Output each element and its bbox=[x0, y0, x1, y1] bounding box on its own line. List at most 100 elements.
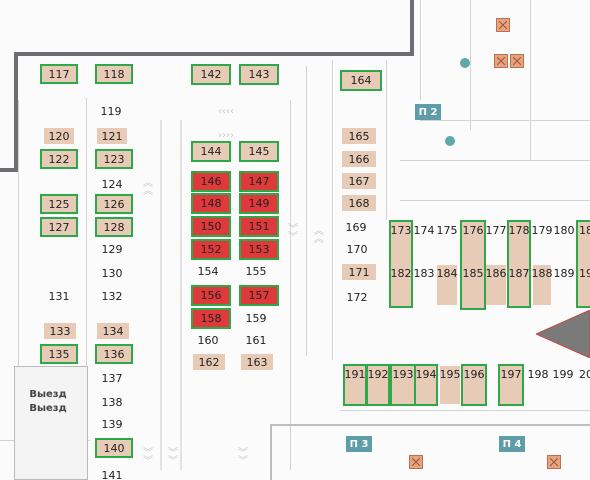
parking-spot-147[interactable]: 147 bbox=[241, 173, 277, 190]
parking-spot-137[interactable]: 137 bbox=[101, 371, 123, 385]
parking-spot-159[interactable]: 159 bbox=[245, 311, 267, 325]
parking-spot-174[interactable]: 174 bbox=[413, 224, 435, 237]
spot-highlight-18 bbox=[576, 220, 590, 308]
parking-spot-167[interactable]: 167 bbox=[342, 173, 376, 189]
parking-spot-160[interactable]: 160 bbox=[197, 333, 219, 347]
parking-spot-183[interactable]: 183 bbox=[413, 267, 435, 280]
parking-spot-168[interactable]: 168 bbox=[342, 195, 376, 211]
parking-spot-149[interactable]: 149 bbox=[241, 195, 277, 212]
parking-spot-185[interactable]: 185 bbox=[462, 265, 484, 308]
parking-spot-163[interactable]: 163 bbox=[241, 354, 273, 370]
parking-spot-136[interactable]: 136 bbox=[97, 346, 131, 362]
parking-spot-197[interactable]: 197 bbox=[500, 366, 522, 404]
parking-spot-142[interactable]: 142 bbox=[193, 66, 229, 83]
parking-spot-192[interactable]: 192 bbox=[368, 366, 389, 404]
parking-spot-186[interactable]: 186 bbox=[486, 265, 507, 305]
parking-spot-124[interactable]: 124 bbox=[101, 177, 123, 191]
parking-spot-129[interactable]: 129 bbox=[101, 242, 123, 256]
direction-arrow-icon: ︾︾ bbox=[168, 448, 178, 467]
parking-spot-182[interactable]: 182 bbox=[391, 265, 412, 306]
parking-spot-134[interactable]: 134 bbox=[97, 323, 129, 339]
parking-spot-180[interactable]: 180 bbox=[553, 224, 575, 237]
parking-spot-170[interactable]: 170 bbox=[346, 242, 368, 256]
parking-spot-165[interactable]: 165 bbox=[342, 128, 376, 144]
parking-spot-198[interactable]: 198 bbox=[527, 368, 549, 381]
parking-spot-126[interactable]: 126 bbox=[97, 196, 131, 212]
spot-highlight-135 bbox=[40, 344, 78, 364]
parking-spot-140[interactable]: 140 bbox=[97, 440, 131, 456]
spot-highlight-148 bbox=[191, 193, 231, 214]
wall-top-left bbox=[14, 52, 414, 56]
exit-p3-badge: П 3 bbox=[346, 436, 372, 452]
parking-spot-133[interactable]: 133 bbox=[44, 323, 76, 339]
parking-spot-179[interactable]: 179 bbox=[531, 224, 553, 237]
parking-spot-150[interactable]: 150 bbox=[193, 218, 229, 235]
structure-line bbox=[420, 120, 590, 121]
parking-spot-156[interactable]: 156 bbox=[193, 287, 229, 304]
parking-spot-121[interactable]: 121 bbox=[97, 128, 127, 144]
parking-spot-184[interactable]: 184 bbox=[437, 265, 458, 305]
parking-spot-139[interactable]: 139 bbox=[101, 417, 123, 431]
parking-spot-161[interactable]: 161 bbox=[245, 333, 267, 347]
parking-spot-145[interactable]: 145 bbox=[241, 143, 277, 160]
exit-p4-badge: П 4 bbox=[499, 436, 525, 452]
parking-spot-130[interactable]: 130 bbox=[101, 266, 123, 280]
parking-spot-131[interactable]: 131 bbox=[48, 289, 70, 303]
parking-spot-152[interactable]: 152 bbox=[193, 241, 229, 258]
parking-spot-172[interactable]: 172 bbox=[346, 290, 368, 304]
parking-spot-119[interactable]: 119 bbox=[100, 104, 122, 118]
parking-spot-195[interactable]: 195 bbox=[440, 366, 461, 404]
parking-spot-154[interactable]: 154 bbox=[197, 264, 219, 278]
parking-spot-123[interactable]: 123 bbox=[97, 151, 131, 167]
parking-spot-151[interactable]: 151 bbox=[241, 218, 277, 235]
parking-spot-194[interactable]: 194 bbox=[416, 366, 437, 404]
spot-highlight-122 bbox=[40, 149, 78, 169]
parking-spot-127[interactable]: 127 bbox=[42, 219, 76, 235]
parking-spot-157[interactable]: 157 bbox=[241, 287, 277, 304]
parking-spot-122[interactable]: 122 bbox=[42, 151, 76, 167]
spot-highlight-153 bbox=[239, 239, 279, 260]
spot-highlight-147 bbox=[239, 171, 279, 192]
parking-spot-164[interactable]: 164 bbox=[342, 72, 380, 89]
direction-arrow-icon: ︾︾ bbox=[143, 448, 153, 467]
parking-spot-162[interactable]: 162 bbox=[193, 354, 225, 370]
structure-line bbox=[160, 120, 162, 470]
parking-spot-128[interactable]: 128 bbox=[97, 219, 131, 235]
parking-spot-120[interactable]: 120 bbox=[44, 128, 74, 144]
parking-spot-144[interactable]: 144 bbox=[193, 143, 229, 160]
parking-spot-175[interactable]: 175 bbox=[436, 224, 458, 237]
structure-line bbox=[386, 60, 387, 220]
parking-spot-191[interactable]: 191 bbox=[345, 366, 366, 404]
parking-spot-188[interactable]: 188 bbox=[532, 265, 553, 305]
parking-spot-118[interactable]: 118 bbox=[97, 66, 131, 82]
parking-spot-155[interactable]: 155 bbox=[245, 264, 267, 278]
parking-spot-158[interactable]: 158 bbox=[193, 310, 229, 327]
parking-spot-187[interactable]: 187 bbox=[509, 265, 530, 306]
spot-highlight-125 bbox=[40, 194, 78, 214]
parking-spot-166[interactable]: 166 bbox=[342, 151, 376, 167]
parking-spot-196[interactable]: 196 bbox=[463, 366, 485, 404]
parking-spot-146[interactable]: 146 bbox=[193, 173, 229, 190]
spot-highlight-126 bbox=[95, 194, 133, 214]
parking-spot-138[interactable]: 138 bbox=[101, 395, 123, 409]
parking-spot-143[interactable]: 143 bbox=[241, 66, 277, 83]
parking-spot-117[interactable]: 117 bbox=[42, 66, 76, 82]
parking-spot-199[interactable]: 199 bbox=[552, 368, 574, 381]
spot-highlight-136 bbox=[95, 344, 133, 364]
parking-spot-177[interactable]: 177 bbox=[485, 224, 507, 237]
parking-spot-193[interactable]: 193 bbox=[392, 366, 414, 404]
parking-spot-153[interactable]: 153 bbox=[241, 241, 277, 258]
parking-spot-171[interactable]: 171 bbox=[342, 264, 376, 280]
parking-spot-132[interactable]: 132 bbox=[101, 289, 123, 303]
direction-arrow-icon: ›››› bbox=[218, 130, 234, 141]
parking-spot-169[interactable]: 169 bbox=[345, 220, 367, 234]
structure-line bbox=[340, 410, 590, 411]
parking-spot-189[interactable]: 189 bbox=[553, 267, 575, 280]
parking-spot-19[interactable]: 19 bbox=[578, 265, 590, 306]
parking-spot-125[interactable]: 125 bbox=[42, 196, 76, 212]
parking-spot-141[interactable]: 141 bbox=[101, 468, 123, 480]
parking-spot-20[interactable]: 20 bbox=[579, 368, 590, 381]
camera-icon bbox=[445, 136, 455, 146]
parking-spot-135[interactable]: 135 bbox=[42, 346, 76, 362]
parking-spot-148[interactable]: 148 bbox=[193, 195, 229, 212]
